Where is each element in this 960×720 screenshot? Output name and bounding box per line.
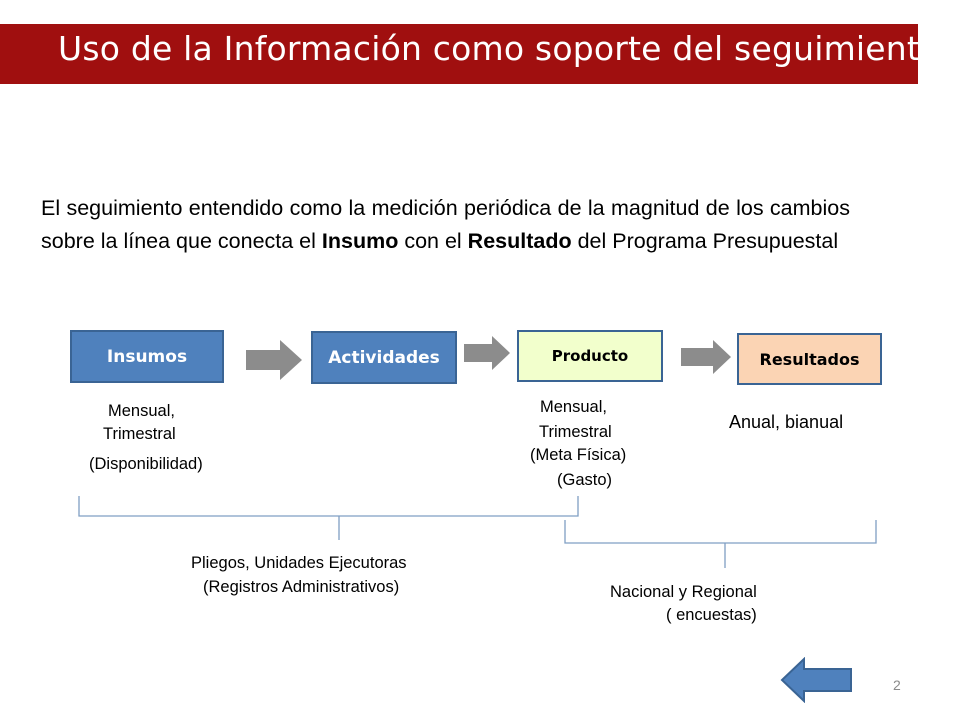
source-left-1: Pliegos, Unidades Ejecutoras	[191, 554, 407, 572]
left-arrow-icon	[780, 657, 852, 703]
source-right-2: ( encuestas)	[666, 606, 757, 624]
resultados-box: Resultados	[737, 333, 882, 385]
right-arrow-icon	[464, 336, 510, 370]
producto-note-2: (Gasto)	[557, 471, 613, 489]
page-number: 2	[893, 677, 901, 693]
intro-bold-insumo: Insumo	[321, 229, 399, 253]
right-arrow-icon	[681, 340, 731, 374]
right-arrow-icon	[246, 340, 302, 380]
intro-paragraph: El seguimiento entendido como la medició…	[41, 192, 850, 258]
intro-text-2: con el	[398, 229, 468, 253]
producto-note-1: (Meta Física)	[530, 446, 627, 464]
insumos-box: Insumos	[70, 330, 224, 383]
insumos-frequency-1: Mensual,	[108, 402, 175, 420]
intro-bold-resultado: Resultado	[467, 229, 572, 253]
intro-text-3: del Programa Presupuestal	[571, 229, 839, 253]
slide-title: Uso de la Información como soporte del s…	[58, 29, 941, 68]
producto-frequency-1: Mensual,	[540, 398, 607, 416]
source-right-1: Nacional y Regional	[610, 583, 757, 601]
insumos-frequency-2: Trimestral	[103, 425, 176, 443]
producto-box: Producto	[517, 330, 663, 382]
producto-frequency-2: Trimestral	[539, 423, 612, 441]
back-button[interactable]	[780, 657, 853, 703]
right-bracket	[564, 520, 877, 544]
left-bracket	[78, 496, 579, 517]
actividades-box: Actividades	[311, 331, 457, 384]
resultados-frequency: Anual, bianual	[729, 412, 844, 432]
insumos-note: (Disponibilidad)	[89, 455, 203, 473]
title-bar	[0, 24, 918, 84]
source-left-2: (Registros Administrativos)	[203, 578, 400, 596]
intro-text-1: El seguimiento entendido como la medició…	[41, 196, 850, 253]
